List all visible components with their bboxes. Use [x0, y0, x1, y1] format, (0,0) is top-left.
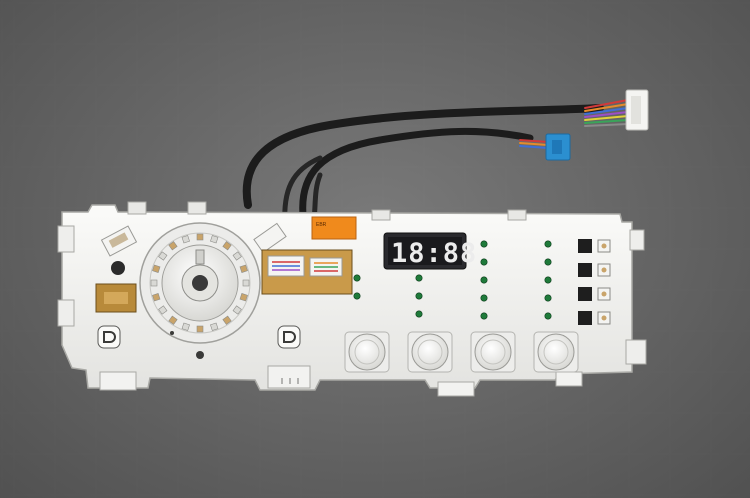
dial-tooth — [181, 235, 190, 244]
digital-display: 18:88 — [383, 232, 477, 270]
push-button — [533, 331, 579, 373]
led-indicators — [353, 240, 552, 320]
dial-tooth — [196, 233, 204, 241]
screw-hole — [111, 261, 125, 275]
dial-tooth — [239, 264, 248, 273]
led-indicator — [544, 276, 552, 284]
screw-hole — [196, 351, 204, 359]
led-indicator — [544, 294, 552, 302]
dial-tooth — [210, 235, 219, 244]
led-indicator — [480, 258, 488, 266]
white-connector — [625, 89, 649, 131]
dial-tooth — [222, 315, 232, 325]
push-button — [344, 331, 390, 373]
dial-tooth — [158, 251, 168, 261]
dial-tooth — [239, 293, 248, 302]
blue-connector — [545, 133, 571, 161]
led-indicator — [353, 274, 361, 282]
led-indicator — [415, 274, 423, 282]
left-slot-tab — [100, 225, 138, 257]
display-readout: 18:88 — [391, 238, 477, 269]
dial-tooth — [152, 293, 161, 302]
led-indicator — [480, 312, 488, 320]
dial-tooth — [152, 264, 161, 273]
dial-tooth — [196, 325, 204, 333]
push-button — [470, 331, 516, 373]
push-buttons — [344, 331, 579, 373]
dial-tooth — [210, 322, 219, 331]
dial-tooth — [168, 241, 178, 251]
led-indicator — [415, 292, 423, 300]
dial-tooth — [168, 315, 178, 325]
led-indicator — [480, 276, 488, 284]
label-line-1: EBR — [316, 222, 327, 228]
contact-pad — [95, 283, 137, 313]
lock-icon — [97, 325, 121, 349]
dial-tooth — [242, 279, 250, 287]
dial-tooth — [181, 322, 190, 331]
lock-icon — [277, 325, 301, 349]
dial-tooth — [232, 251, 242, 261]
dial-tooth — [158, 305, 168, 315]
wire-harness — [242, 99, 629, 243]
dial-tooth — [222, 241, 232, 251]
led-indicator — [544, 240, 552, 248]
rotary-dial — [139, 222, 261, 344]
dial-tooth — [150, 279, 158, 287]
slide-switch — [578, 311, 611, 325]
right-slot-tab — [253, 222, 287, 254]
led-indicator — [544, 312, 552, 320]
led-indicator — [353, 292, 361, 300]
slide-switches — [578, 239, 611, 325]
clip-marking — [281, 378, 299, 384]
dial-tooth — [232, 305, 242, 315]
slide-switch — [578, 263, 611, 277]
led-indicator — [480, 294, 488, 302]
pcb-connector — [261, 249, 353, 295]
part-label: EBR — [311, 216, 357, 240]
led-indicator — [544, 258, 552, 266]
screw-hole — [170, 331, 174, 335]
slide-switch — [578, 239, 611, 253]
led-indicator — [415, 310, 423, 318]
slide-switch — [578, 287, 611, 301]
push-button — [407, 331, 453, 373]
led-indicator — [480, 240, 488, 248]
